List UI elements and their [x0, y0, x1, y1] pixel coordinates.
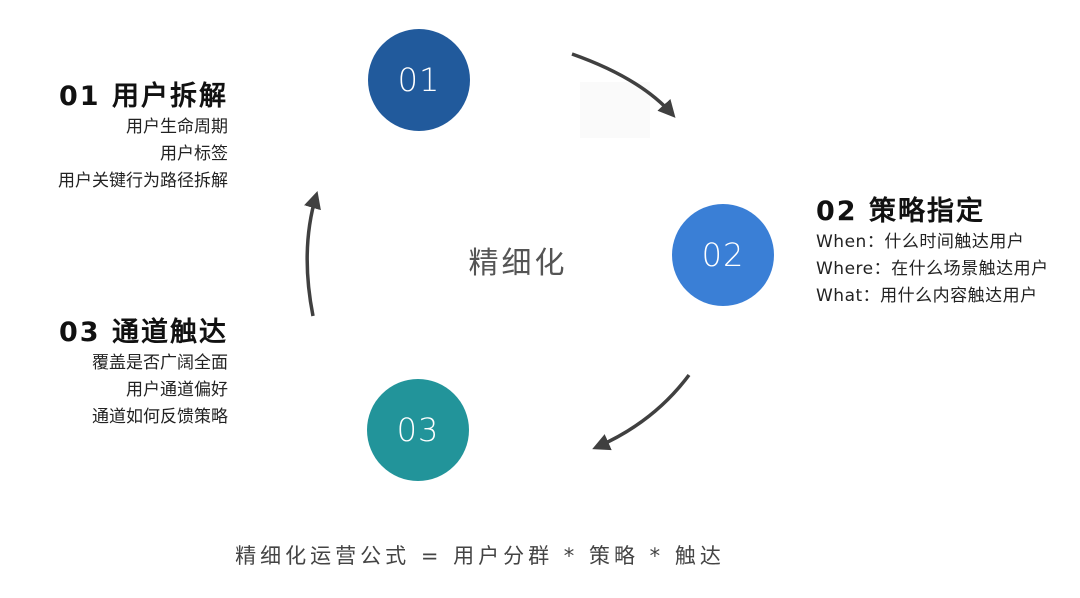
formula-caption: 精细化运营公式 = 用户分群 * 策略 * 触达: [235, 544, 725, 568]
channel-item: 通道如何反馈策略: [92, 407, 228, 427]
user-breakdown-title: 01 用户拆解: [59, 81, 228, 112]
step-node-03-label: 03: [396, 411, 440, 449]
arrow-02-to-03: [592, 373, 691, 451]
channel-item: 用户通道偏好: [126, 380, 228, 400]
channel-block: 03 通道触达 覆盖是否广阔全面 用户通道偏好 通道如何反馈策略: [59, 316, 228, 431]
center-label: 精细化: [468, 246, 568, 281]
strategy-item: When：什么时间触达用户: [816, 232, 1025, 252]
strategy-item: What：用什么内容触达用户: [816, 286, 1038, 306]
strategy-block: 02 策略指定 When：什么时间触达用户 Where：在什么场景触达用户 Wh…: [816, 195, 1049, 310]
faint-background-rect: [580, 82, 650, 138]
user-breakdown-item: 用户生命周期: [126, 117, 228, 137]
step-node-01-label: 01: [397, 61, 441, 99]
step-node-02: 02: [672, 204, 774, 306]
strategy-title: 02 策略指定: [816, 196, 985, 227]
user-breakdown-item: 用户标签: [160, 144, 228, 164]
channel-title: 03 通道触达: [59, 317, 228, 348]
strategy-item: Where：在什么场景触达用户: [816, 259, 1049, 279]
step-node-02-label: 02: [701, 236, 745, 274]
user-breakdown-item: 用户关键行为路径拆解: [58, 171, 228, 191]
user-breakdown-block: 01 用户拆解 用户生命周期 用户标签 用户关键行为路径拆解: [58, 80, 228, 195]
channel-item: 覆盖是否广阔全面: [92, 353, 228, 373]
arrow-01-to-02: [571, 52, 676, 118]
arrow-03-to-01: [304, 190, 321, 317]
step-node-03: 03: [367, 379, 469, 481]
step-node-01: 01: [368, 29, 470, 131]
